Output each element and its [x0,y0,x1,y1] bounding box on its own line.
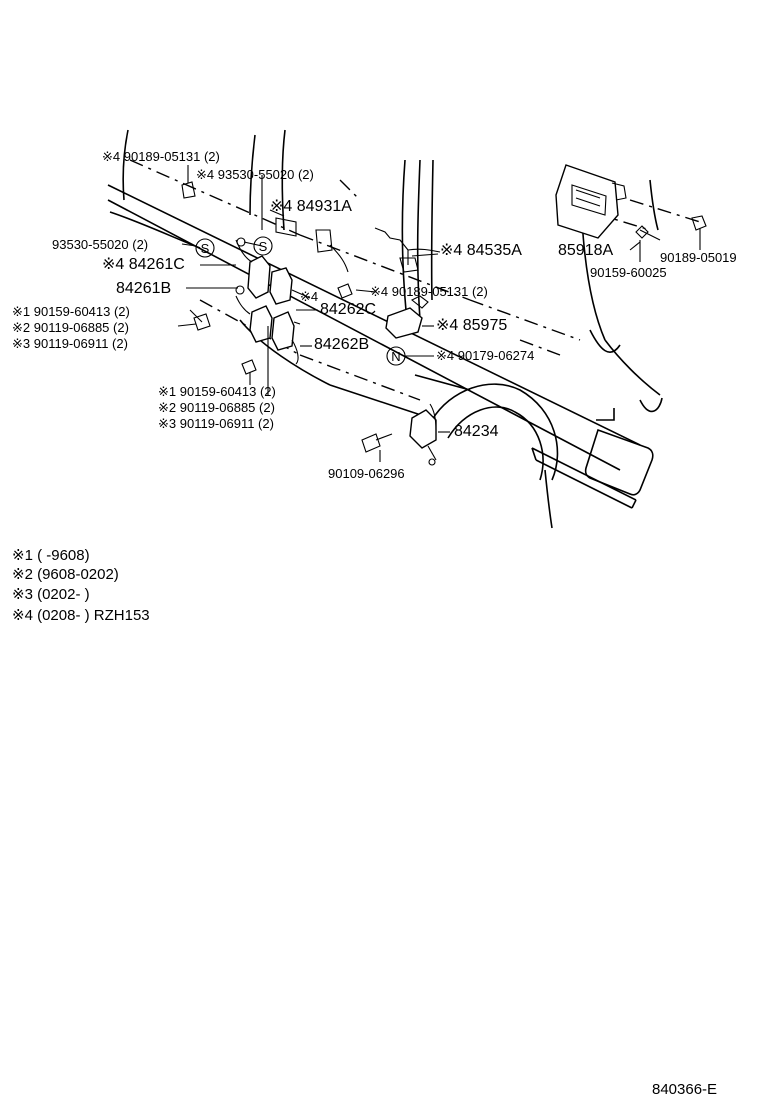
label-84931a: ※4 84931A [270,198,352,215]
body-outline [107,129,663,529]
part-85918a [555,164,627,239]
part-84234 [409,403,437,466]
note-4: ※4 (0208- ) RZH153 [12,607,150,624]
screw-90109-06296 [361,433,393,462]
label-90179-06274: ※4 90179-06274 [436,348,535,363]
note-3: ※3 (0202- ) [12,586,90,603]
part-84535a [374,227,441,273]
part-84261b [269,267,311,305]
part-85975 [385,295,429,339]
label-90189-05019: 90189-05019 [660,250,737,265]
part-84931a [275,217,349,273]
label-note3-mid: ※3 90119-06911 (2) [158,416,274,431]
label-84262b: 84262B [314,336,370,353]
clip-90189-05019 [691,215,707,250]
note-2: ※2 (9608-0202) [12,566,119,583]
circle-markers: S S N [195,236,406,366]
label-84261b: 84261B [116,280,172,297]
label-84234: 84234 [454,423,499,440]
label-90189-05131-top: ※4 90189-05131 (2) [102,149,220,164]
circle-s-left [195,238,215,258]
figure-id: 840366-E [652,1081,718,1098]
label-90159-60025: 90159-60025 [590,265,667,280]
circle-s-left-text: S [201,241,210,256]
clip-90189-05131-mid [337,283,353,299]
label-note3-left: ※3 90119-06911 (2) [12,336,128,351]
label-star4-84262c: ※4 [300,289,319,304]
circle-n [386,346,406,366]
note-1: ※1 ( -9608) [12,547,90,564]
part-84262c [235,295,273,343]
label-93530-55020-left: 93530-55020 (2) [52,237,149,252]
label-84535a: ※4 84535A [440,242,522,259]
screw-90159-60025 [635,225,661,262]
label-90189-05131-mid: ※4 90189-05131 (2) [370,284,488,299]
clip-90159-left [189,309,211,331]
label-84261c: ※4 84261C [102,256,185,273]
leader-lines [177,175,641,433]
clip-90189-05131-top [181,165,196,199]
label-85975: ※4 85975 [436,317,508,334]
label-93530-55020-top: ※4 93530-55020 (2) [196,167,314,182]
label-note1-mid: ※1 90159-60413 (2) [158,384,276,399]
label-note2-mid: ※2 90119-06885 (2) [158,400,275,415]
label-85918a: 85918A [558,242,614,259]
part-84262b [271,311,301,365]
circle-n-text: N [391,349,400,364]
circle-s-right [253,236,273,256]
label-84262c: 84262C [320,301,377,318]
bolt-lower-left [241,359,257,385]
label-90109-06296: 90109-06296 [328,466,405,481]
label-note2-left: ※2 90119-06885 (2) [12,320,129,335]
part-84261c [235,237,271,299]
circle-s-right-text: S [259,239,268,254]
label-note1-left: ※1 90159-60413 (2) [12,304,130,319]
